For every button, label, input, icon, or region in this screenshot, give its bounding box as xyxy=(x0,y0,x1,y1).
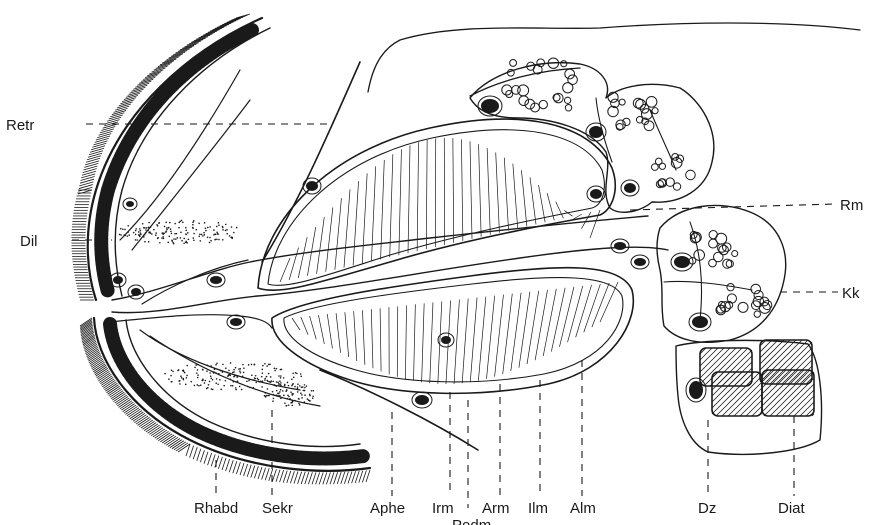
label-kk: Kk xyxy=(842,285,860,302)
label-rhabd: Rhabd xyxy=(194,500,238,517)
lower-chamber xyxy=(272,268,633,394)
label-ilm: Ilm xyxy=(528,500,548,517)
label-dil: Dil xyxy=(20,233,38,250)
labels: Retr Dil Rm Kk Rhabd Sekr Aphe Irm Arm I… xyxy=(6,117,863,525)
retina-arc-lower xyxy=(94,318,370,471)
upper-chamber xyxy=(258,119,615,290)
label-alm: Alm xyxy=(570,500,596,517)
cell-cluster-lower xyxy=(657,205,786,342)
dilator-stipple xyxy=(119,220,314,407)
label-podm: Podm xyxy=(452,517,491,525)
retina-arc-upper xyxy=(88,18,270,300)
label-aphe: Aphe xyxy=(370,500,405,517)
nuclei xyxy=(110,96,711,408)
label-dz: Dz xyxy=(698,500,716,517)
label-arm: Arm xyxy=(482,500,510,517)
label-irm: Irm xyxy=(432,500,454,517)
label-diat: Diat xyxy=(778,500,806,517)
label-retr: Retr xyxy=(6,117,34,134)
label-rm: Rm xyxy=(840,197,863,214)
label-sekr: Sekr xyxy=(262,500,293,517)
top-membrane xyxy=(368,23,860,96)
